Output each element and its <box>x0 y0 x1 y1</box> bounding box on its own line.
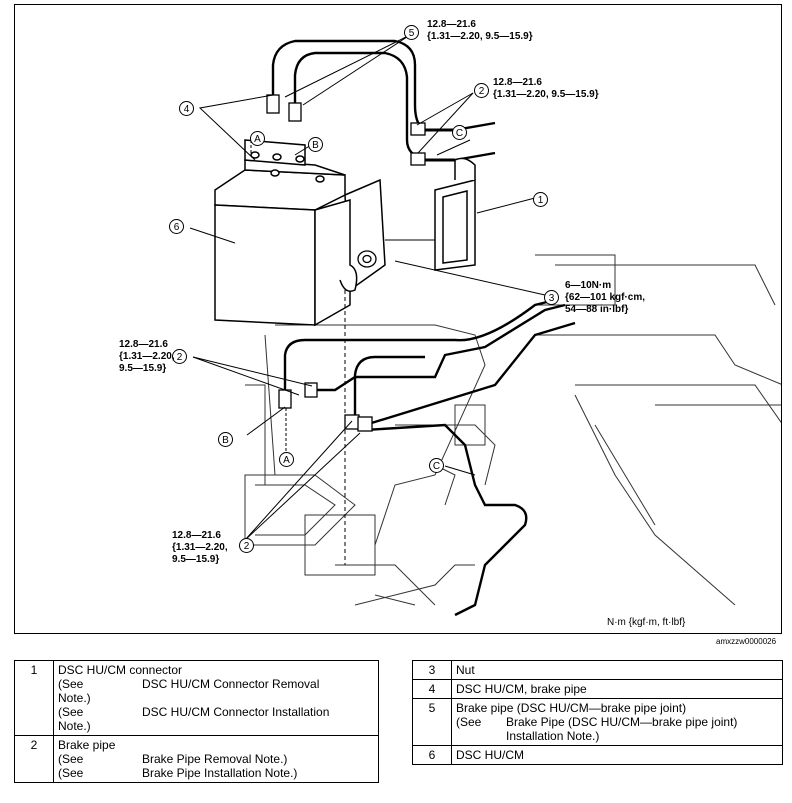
see-reference: (See Brake Pipe Installation Note.) <box>58 766 374 780</box>
brake-pipes-lower <box>283 298 576 617</box>
legend-row: 4 DSC HU/CM, brake pipe <box>412 679 783 699</box>
torque-spec-2-left: 12.8—21.6 {1.31—2.20, 9.5—15.9} <box>119 339 175 374</box>
legend-num: 6 <box>412 745 452 765</box>
legend-title: Nut <box>451 660 783 680</box>
callout-C-top: C <box>452 125 467 140</box>
torque-spec-2-top: 12.8—21.6 {1.31—2.20, 9.5—15.9} <box>493 77 599 100</box>
see-reference: (See Brake Pipe Removal Note.) <box>58 752 374 766</box>
callout-3: 3 <box>544 290 559 305</box>
see-link[interactable]: Brake Pipe Installation Note.) <box>142 766 298 780</box>
callout-2-left: 2 <box>172 349 187 364</box>
pipe-nuts-lower <box>278 382 373 432</box>
callout-B-bottom: B <box>218 432 233 447</box>
legend-title: DSC HU/CM connector <box>58 663 183 677</box>
see-reference: (See Note.) DSC HU/CM Connector Removal <box>58 677 374 705</box>
nut-part <box>357 250 377 268</box>
legend-desc: Brake pipe (DSC HU/CM—brake pipe joint) … <box>451 698 783 746</box>
legend-num: 5 <box>412 698 452 746</box>
see-reference: (See Note.) DSC HU/CM Connector Installa… <box>58 705 374 733</box>
callout-1: 1 <box>533 192 548 207</box>
see-link[interactable]: DSC HU/CM Connector Removal <box>142 677 320 691</box>
connector-part <box>434 157 476 271</box>
callout-2-bottom: 2 <box>239 538 254 553</box>
legend-title: Brake pipe (DSC HU/CM—brake pipe joint) <box>456 701 687 715</box>
dsc-hu-cm-unit <box>214 139 386 327</box>
brake-pipes-upper <box>271 39 496 162</box>
legend-title: DSC HU/CM, brake pipe <box>451 679 783 699</box>
see-link[interactable]: Brake Pipe (DSC HU/CM—brake pipe joint) … <box>506 715 738 743</box>
legend-row: 6 DSC HU/CM <box>412 745 783 765</box>
legend-num: 2 <box>14 735 54 783</box>
legend-title: Brake pipe <box>58 738 116 752</box>
see-reference: (See Brake Pipe (DSC HU/CM—brake pipe jo… <box>456 715 778 743</box>
callout-4: 4 <box>179 101 194 116</box>
legend-row: 3 Nut <box>412 660 783 680</box>
legend-title: DSC HU/CM <box>451 745 783 765</box>
callout-6: 6 <box>169 219 184 234</box>
diagram-drawing <box>189 34 781 617</box>
callout-2-top: 2 <box>474 83 489 98</box>
exploded-diagram: 5 4 2 A B C 1 6 3 2 B A C 2 12.8—21.6 {1… <box>14 4 782 634</box>
see-prefix: (See Note.) <box>58 705 91 733</box>
callout-C-bottom: C <box>429 458 444 473</box>
see-prefix: (See <box>456 715 482 729</box>
callout-A-top: A <box>250 131 265 146</box>
torque-spec-3: 6—10N·m {62—101 kgf·cm, 54—88 in·lbf} <box>565 280 646 315</box>
legend-row: 1 DSC HU/CM connector (See Note.) DSC HU… <box>14 660 379 736</box>
see-prefix: (See <box>58 752 84 766</box>
image-code: amxzzw0000026 <box>716 637 777 646</box>
leader-lines <box>189 34 546 565</box>
legend-num: 4 <box>412 679 452 699</box>
callout-B-top: B <box>308 137 323 152</box>
legend-num: 1 <box>14 660 54 736</box>
legend-table-left: 1 DSC HU/CM connector (See Note.) DSC HU… <box>14 660 379 783</box>
legend-desc: Brake pipe (See Brake Pipe Removal Note.… <box>53 735 379 783</box>
legend-row: 5 Brake pipe (DSC HU/CM—brake pipe joint… <box>412 698 783 746</box>
units-label: N·m {kgf·m, ft·lbf} <box>607 617 686 628</box>
legend-table-right: 3 Nut 4 DSC HU/CM, brake pipe 5 Brake pi… <box>412 660 783 765</box>
torque-spec-2-bottom: 12.8—21.6 {1.31—2.20, 9.5—15.9} <box>172 530 228 565</box>
legend-desc: DSC HU/CM connector (See Note.) DSC HU/C… <box>53 660 379 736</box>
legend-row: 2 Brake pipe (See Brake Pipe Removal Not… <box>14 735 379 783</box>
callout-5: 5 <box>404 25 419 40</box>
torque-spec-5: 12.8—21.6 {1.31—2.20, 9.5—15.9} <box>427 19 533 42</box>
see-link[interactable]: Brake Pipe Removal Note.) <box>142 752 288 766</box>
callout-A-bottom: A <box>279 452 294 467</box>
see-prefix: (See Note.) <box>58 677 91 705</box>
vehicle-body-lines <box>244 254 781 606</box>
legend-num: 3 <box>412 660 452 680</box>
see-link[interactable]: DSC HU/CM Connector Installation <box>142 705 330 719</box>
see-prefix: (See <box>58 766 84 780</box>
